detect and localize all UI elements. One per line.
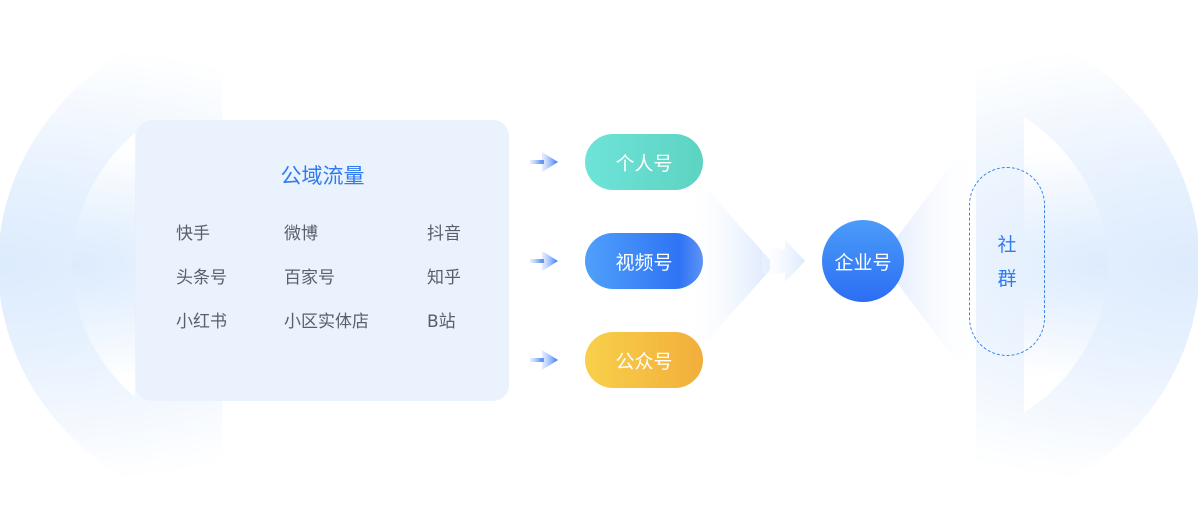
fan-to-community	[880, 160, 980, 360]
channel-official-account[interactable]: 公众号	[585, 332, 703, 388]
community-group[interactable]: 社 群	[969, 167, 1045, 356]
arrow-right-icon	[530, 350, 558, 370]
community-char: 群	[997, 267, 1017, 290]
community-char: 社	[997, 233, 1017, 256]
channel-video-account[interactable]: 视频号	[585, 233, 703, 289]
public-traffic-card: 公域流量 快手 微博 抖音 头条号 百家号 知乎 小红书 小区实体店 B站	[136, 120, 509, 401]
arrow-right-icon	[530, 152, 558, 172]
platform-item: 微博	[284, 224, 318, 244]
arrow-right-icon	[530, 251, 558, 271]
enterprise-account[interactable]: 企业号	[822, 220, 904, 302]
platform-item: 小红书	[176, 312, 227, 332]
merge-arrow-icon	[762, 240, 805, 282]
merge-funnel	[690, 170, 805, 360]
channel-personal-account[interactable]: 个人号	[585, 134, 703, 190]
platform-item: 百家号	[284, 268, 335, 288]
platform-item: 抖音	[427, 224, 461, 244]
platform-item: 知乎	[427, 268, 461, 288]
platform-item: 快手	[176, 224, 210, 244]
platform-item: B站	[427, 312, 456, 332]
platform-item: 小区实体店	[284, 312, 369, 332]
platform-item: 头条号	[176, 268, 227, 288]
public-traffic-title: 公域流量	[280, 164, 365, 188]
